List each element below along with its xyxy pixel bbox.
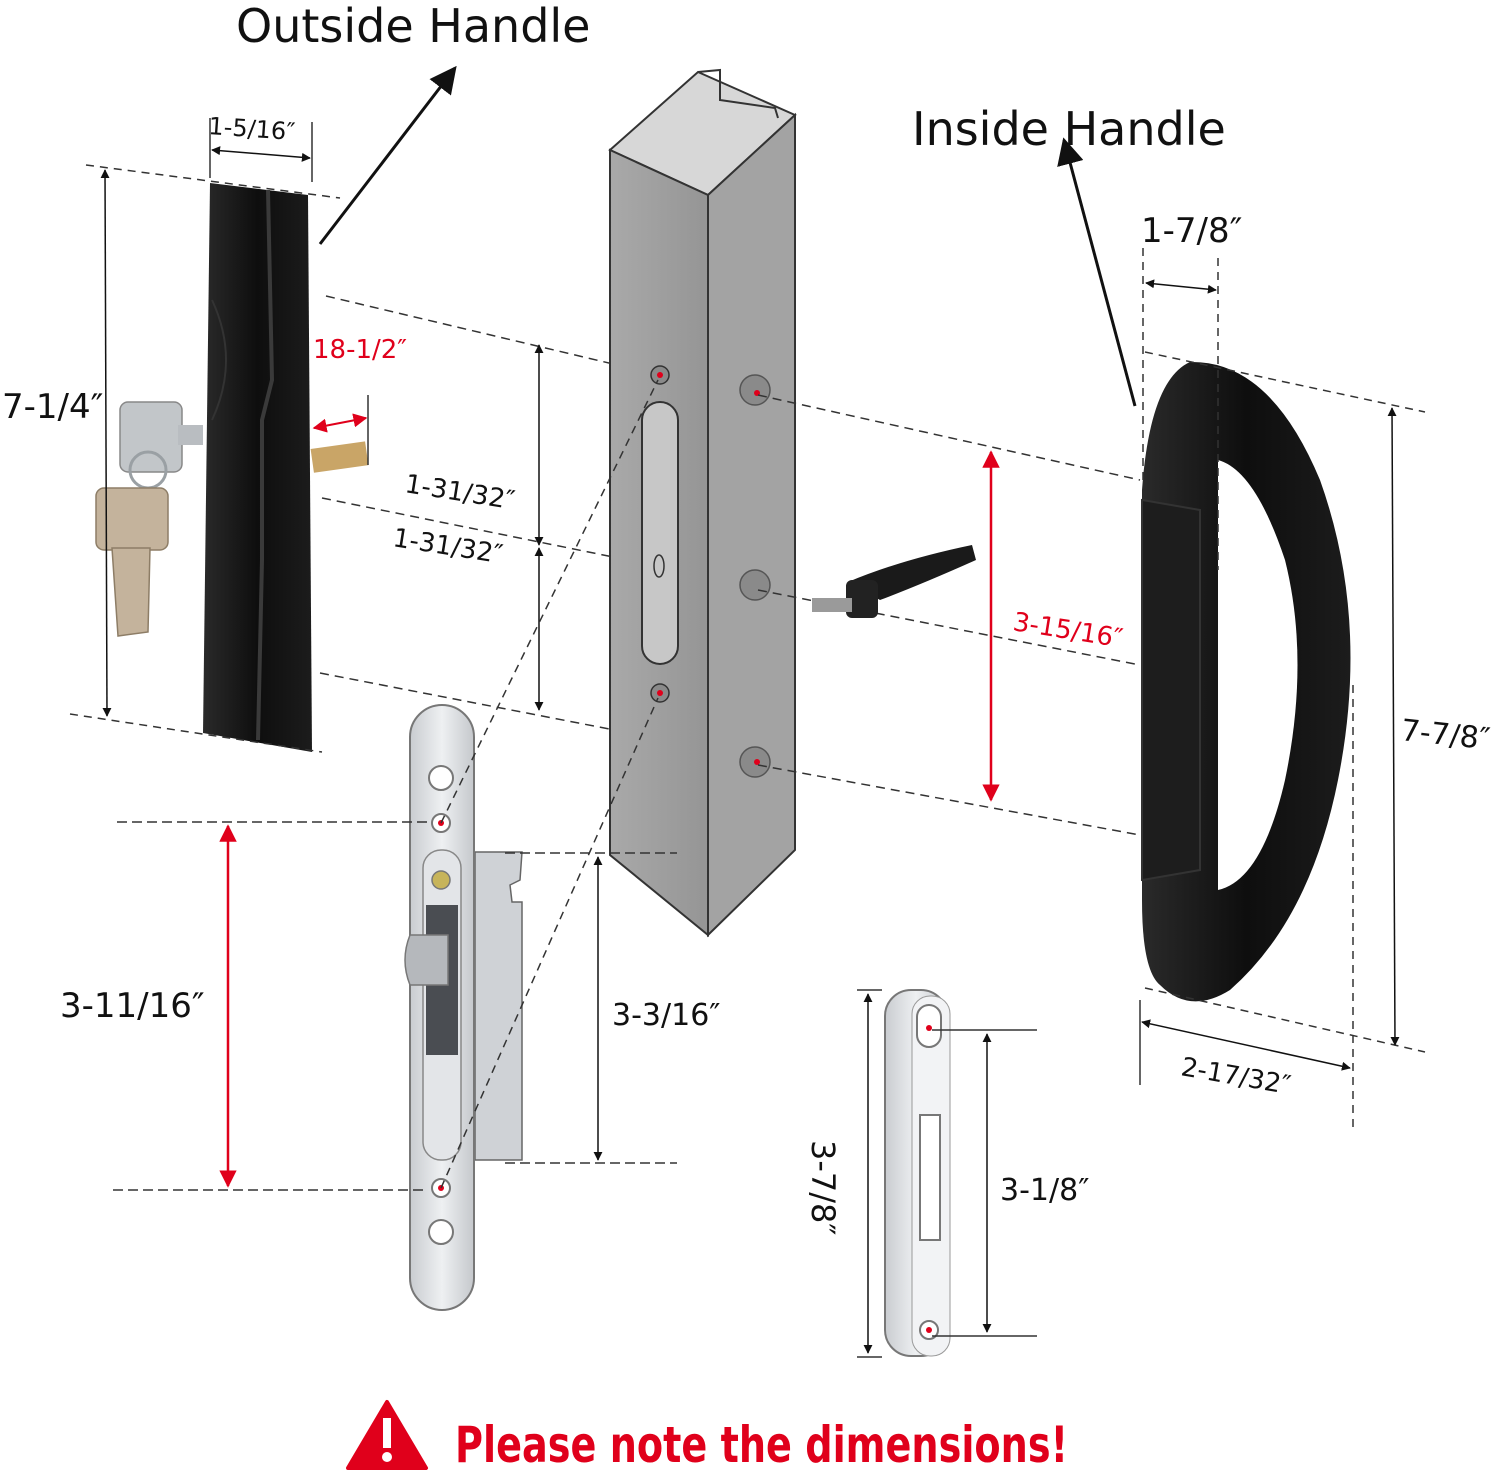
projection-line xyxy=(757,394,1141,481)
dim-inside-width-label: 1-7/8″ xyxy=(1141,211,1242,251)
inside-handle-title: Inside Handle xyxy=(912,102,1226,156)
outside-handle-title: Outside Handle xyxy=(236,0,590,53)
warning-text: Please note the dimensions! xyxy=(455,1416,1068,1474)
strike-plate xyxy=(884,989,951,1357)
outside-handle xyxy=(203,183,312,752)
inside-handle-pointer-arrow xyxy=(1057,137,1137,407)
dim-key-extension-label: 18-1/2″ xyxy=(313,335,407,365)
dim-inside-height-label: 7-7/8″ xyxy=(1399,713,1492,757)
dim-inside-depth-label: 2-17/32″ xyxy=(1179,1052,1293,1101)
projection-line xyxy=(321,497,629,561)
dim-hole-spacing-upper-label: 1-31/32″ xyxy=(403,469,517,516)
projection-line xyxy=(325,295,631,369)
dim-outside-width-line xyxy=(211,146,311,162)
dim-outside-height-ext-bottom xyxy=(69,713,323,753)
projection-line xyxy=(440,379,659,824)
dim-mortise-hole-spacing-label: 3-11/16″ xyxy=(60,986,205,1026)
dim-strike-hole-spacing-label: 3-1/8″ xyxy=(1000,1173,1089,1208)
dim-inside-height-ext-top xyxy=(1144,351,1426,413)
warning-triangle-icon xyxy=(346,1400,428,1470)
outside-handle-pointer-arrow xyxy=(318,65,457,245)
keys-image xyxy=(95,401,369,637)
door-frame xyxy=(608,68,797,938)
dim-key-extension-line xyxy=(312,413,368,433)
dim-outside-width-label: 1-5/16″ xyxy=(208,112,297,146)
dim-outside-height-label: 7-1/4″ xyxy=(2,387,103,427)
dim-strike-height-label: 3-7/8″ xyxy=(804,1140,842,1235)
mortise-lock xyxy=(404,704,523,1311)
dim-inside-width-line xyxy=(1145,279,1217,294)
inside-handle xyxy=(1141,361,1351,1002)
dim-inside-height-ext-bottom xyxy=(1144,987,1426,1053)
lever-latch xyxy=(812,545,976,618)
projection-line xyxy=(757,764,1141,836)
dim-inside-height-line xyxy=(1387,407,1400,1046)
projection-line xyxy=(319,672,631,734)
dim-outside-height-ext-top xyxy=(85,164,341,199)
dim-outside-height-line xyxy=(100,169,112,717)
dim-hole-spacing-lower-label: 1-31/32″ xyxy=(391,523,505,570)
projection-line xyxy=(440,697,659,1189)
dim-inside-depth-line xyxy=(1141,1019,1351,1071)
dim-mortise-bracket-label: 3-3/16″ xyxy=(612,998,721,1033)
dim-inside-hole-spacing-label: 3-15/16″ xyxy=(1011,607,1125,654)
